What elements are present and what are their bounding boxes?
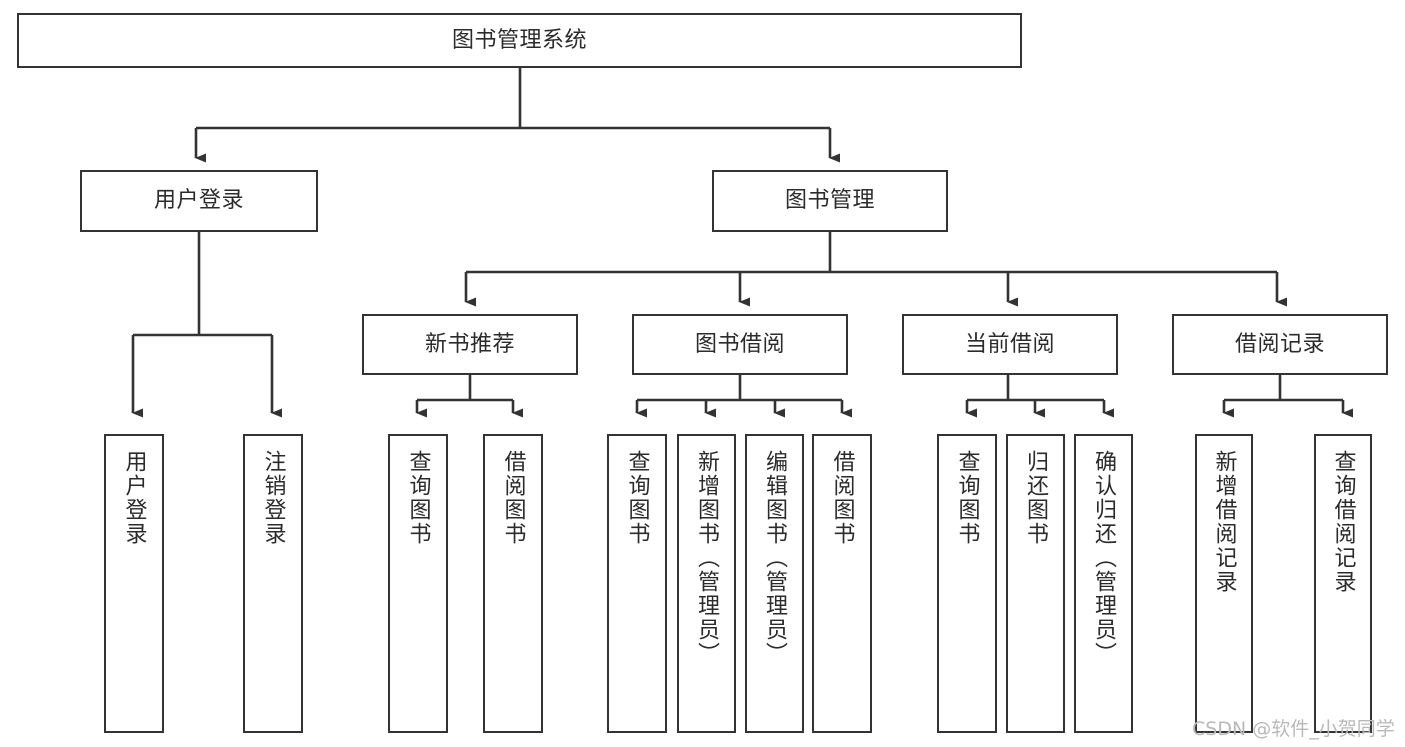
edges-record-to-leaves <box>1222 375 1353 418</box>
edges-bookmgmt-to-level3 <box>464 232 1287 307</box>
node-label: 查询图书 <box>405 450 431 546</box>
node-book-management[interactable]: 图书管理 <box>712 170 948 232</box>
node-user-login[interactable]: 用户登录 <box>80 170 318 232</box>
node-leaf-query-borrow-record[interactable]: 查询借阅记录 <box>1314 434 1372 733</box>
node-label: 编辑图书（管理员） <box>762 450 788 666</box>
csdn-watermark: CSDN @软件_小贺同学 <box>1192 718 1395 740</box>
node-label: 新增图书（管理员） <box>694 450 720 666</box>
node-label: 图书管理 <box>784 188 875 214</box>
edges-login-to-leaves <box>131 232 282 418</box>
edges-current-to-leaves <box>965 375 1114 418</box>
node-label: 图书管理系统 <box>451 27 587 53</box>
node-leaf-logout[interactable]: 注销登录 <box>243 434 303 733</box>
edges-borrow-to-leaves <box>635 375 852 418</box>
node-label: 借阅图书 <box>500 450 526 546</box>
node-leaf-return-books[interactable]: 归还图书 <box>1006 434 1065 733</box>
node-leaf-query-books-newbook[interactable]: 查询图书 <box>388 434 448 733</box>
node-label: 当前借阅 <box>964 331 1055 357</box>
node-leaf-add-book-admin[interactable]: 新增图书（管理员） <box>677 434 736 733</box>
node-book-borrowing[interactable]: 图书借阅 <box>632 314 848 375</box>
node-label: 查询借阅记录 <box>1330 450 1356 594</box>
node-borrowing-record[interactable]: 借阅记录 <box>1172 314 1388 375</box>
node-current-borrowing[interactable]: 当前借阅 <box>902 314 1118 375</box>
edges-newbook-to-leaves <box>415 375 523 418</box>
node-leaf-user-login[interactable]: 用户登录 <box>104 434 164 733</box>
node-leaf-edit-book-admin[interactable]: 编辑图书（管理员） <box>745 434 804 733</box>
node-root-book-management-system[interactable]: 图书管理系统 <box>17 13 1022 68</box>
node-label: 归还图书 <box>1023 450 1049 546</box>
node-label: 借阅记录 <box>1234 331 1325 357</box>
node-leaf-borrow-books-borrow[interactable]: 借阅图书 <box>812 434 872 733</box>
node-label: 注销登录 <box>260 450 286 546</box>
node-label: 用户登录 <box>153 188 244 214</box>
node-label: 新增借阅记录 <box>1211 450 1237 594</box>
node-label: 借阅图书 <box>829 450 855 546</box>
node-leaf-query-books-borrow[interactable]: 查询图书 <box>607 434 667 733</box>
node-leaf-borrow-books-newbook[interactable]: 借阅图书 <box>483 434 543 733</box>
node-new-book-recommendation[interactable]: 新书推荐 <box>362 314 578 375</box>
node-label: 新书推荐 <box>424 331 515 357</box>
node-label: 图书借阅 <box>694 331 785 357</box>
node-label: 查询图书 <box>954 450 980 546</box>
node-leaf-confirm-return-admin[interactable]: 确认归还（管理员） <box>1074 434 1133 733</box>
node-leaf-add-borrow-record[interactable]: 新增借阅记录 <box>1195 434 1253 733</box>
edges-root-to-level2 <box>194 68 840 163</box>
node-label: 查询图书 <box>624 450 650 546</box>
node-label: 确认归还（管理员） <box>1091 450 1117 666</box>
node-label: 用户登录 <box>121 450 147 546</box>
node-leaf-query-books-current[interactable]: 查询图书 <box>937 434 997 733</box>
